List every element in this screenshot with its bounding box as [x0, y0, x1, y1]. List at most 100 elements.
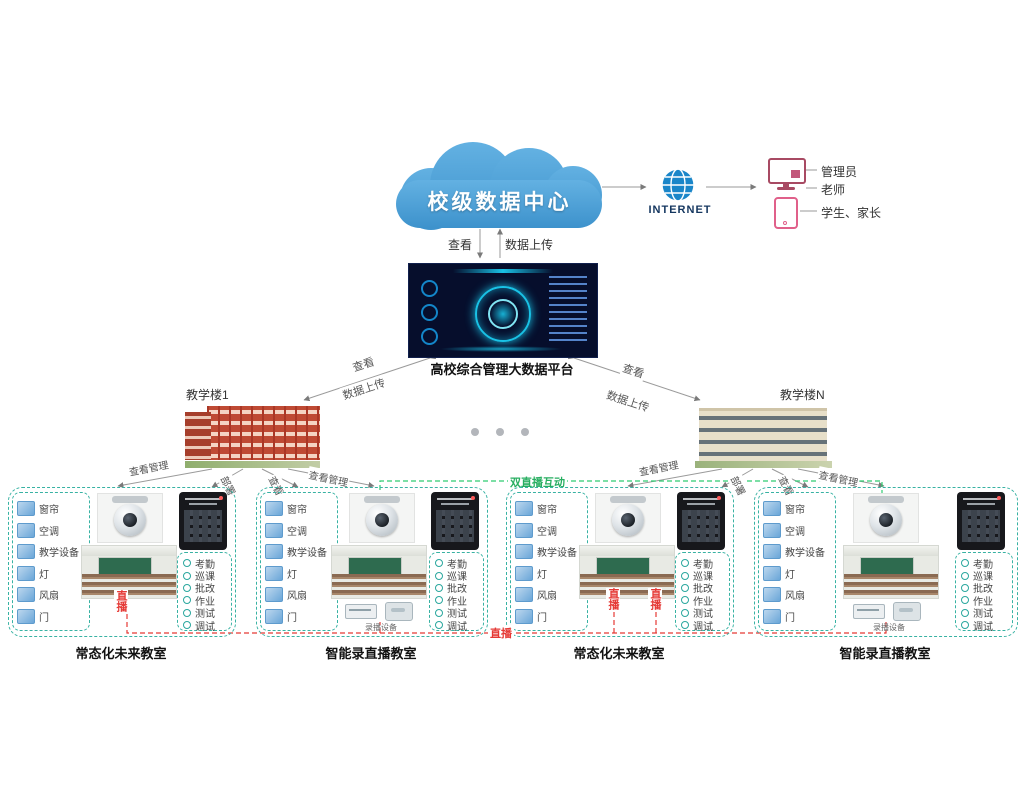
- ac-icon: [763, 522, 781, 538]
- function-label: 批改: [447, 584, 467, 596]
- function-list: 考勤 巡课 批改 作业 测试 调试: [675, 552, 730, 633]
- recorder-panel: [391, 608, 405, 612]
- ac-icon: [17, 522, 35, 538]
- device-row: 教学设备: [515, 541, 583, 563]
- classroom-photo: [579, 545, 675, 599]
- function-row: 作业: [681, 594, 727, 608]
- function-label: 作业: [693, 596, 713, 608]
- panel-line: [687, 503, 715, 505]
- phone-body: [774, 197, 798, 229]
- fan-icon: [17, 587, 35, 603]
- device-row: 风扇: [515, 584, 583, 606]
- user-admin-label: 管理员: [821, 165, 858, 179]
- panel-line: [189, 503, 217, 505]
- panel-line: [963, 498, 999, 500]
- function-label: 批改: [693, 584, 713, 596]
- platform-screenshot: [408, 263, 598, 358]
- door-icon: [763, 608, 781, 624]
- function-label: 测试: [693, 609, 713, 621]
- building-ground: [695, 461, 832, 468]
- dome-camera-image: [595, 493, 661, 543]
- control-panel-image: [957, 492, 1005, 550]
- dome-camera-image: [349, 493, 415, 543]
- light-icon: [17, 565, 35, 581]
- camera-mount: [610, 496, 646, 503]
- edge-view-label: 查看: [448, 238, 473, 252]
- device-row: 门: [763, 606, 831, 628]
- recorder-slot: [857, 609, 879, 611]
- device-list: 窗帘 空调 教学设备 灯 风扇 门: [12, 492, 90, 631]
- monitor-accent: [791, 170, 800, 178]
- teaching-device-icon: [515, 544, 533, 560]
- edge-dual-live-label: 双直播互动: [508, 474, 567, 490]
- device-row: 门: [515, 606, 583, 628]
- device-row: 灯: [265, 563, 333, 585]
- camera-lens: [375, 513, 389, 527]
- dashboard-glow: [439, 346, 563, 352]
- teaching-device-icon: [763, 544, 781, 560]
- dome-camera-image: [853, 493, 919, 543]
- teaching-device-icon: [17, 544, 35, 560]
- classroom-cluster-3: 窗帘 空调 教学设备 灯 风扇 门 考勤 巡课 批改 作业: [506, 487, 734, 637]
- function-row: 考勤: [435, 557, 481, 571]
- function-row: 测试: [435, 607, 481, 620]
- ellipsis-dot: [471, 428, 479, 436]
- device-row: 风扇: [763, 584, 831, 606]
- device-row: 空调: [515, 520, 583, 542]
- device-label: 门: [287, 612, 297, 624]
- camera-lens: [621, 513, 635, 527]
- device-row: 空调: [17, 520, 85, 542]
- device-label: 风扇: [39, 591, 59, 603]
- device-label: 风扇: [287, 591, 307, 603]
- function-row: 测试: [681, 607, 727, 621]
- classroom-name-2: 智能录直播教室: [325, 646, 417, 661]
- control-panel-image: [179, 492, 227, 550]
- device-label: 门: [537, 612, 547, 624]
- dashboard-title-bar: [453, 269, 553, 273]
- platform-caption: 高校综合管理大数据平台: [430, 362, 574, 377]
- function-bullet: [435, 583, 443, 592]
- device-row: 门: [265, 606, 333, 628]
- photo-desks: [332, 574, 426, 598]
- function-label: 批改: [973, 584, 993, 596]
- function-bullet: [961, 571, 969, 580]
- device-label: 窗帘: [39, 505, 59, 517]
- function-bullet: [961, 596, 969, 605]
- function-row: 测试: [183, 607, 229, 621]
- device-label: 空调: [537, 526, 557, 538]
- device-row: 灯: [515, 563, 583, 585]
- panel-keys: [184, 510, 222, 542]
- device-label: 门: [39, 612, 49, 624]
- function-bullet: [961, 559, 969, 568]
- device-list: 窗帘 空调 教学设备 灯 风扇 门: [260, 492, 338, 631]
- ac-icon: [515, 522, 533, 538]
- function-bullet: [681, 571, 689, 580]
- function-row: 巡课: [961, 569, 1010, 583]
- classroom-name-1: 常态化未来教室: [75, 646, 167, 661]
- light-icon: [763, 565, 781, 581]
- panel-led: [997, 496, 1001, 500]
- recording-equipment-label: 录播设备: [365, 623, 397, 632]
- panel-line: [683, 498, 719, 500]
- function-label: 测试: [195, 609, 215, 621]
- function-bullet: [681, 596, 689, 605]
- function-bullet: [435, 571, 443, 580]
- door-icon: [515, 608, 533, 624]
- internet-globe-icon: [659, 166, 697, 209]
- function-bullet: [961, 583, 969, 592]
- panel-keys: [682, 510, 720, 542]
- light-icon: [265, 565, 283, 581]
- control-panel-image: [677, 492, 725, 550]
- device-row: 灯: [763, 563, 831, 585]
- edge-live-label: 直播: [648, 588, 662, 610]
- device-label: 教学设备: [39, 548, 79, 560]
- function-row: 作业: [435, 594, 481, 608]
- function-bullet: [183, 608, 191, 617]
- function-list: 考勤 巡课 批改 作业 测试 调试: [955, 552, 1013, 633]
- photo-ceiling: [332, 546, 426, 556]
- function-label: 考勤: [693, 559, 713, 571]
- device-label: 灯: [39, 569, 49, 581]
- function-row: 调试: [681, 619, 727, 633]
- function-list: 考勤 巡课 批改 作业 测试 调试: [177, 552, 232, 633]
